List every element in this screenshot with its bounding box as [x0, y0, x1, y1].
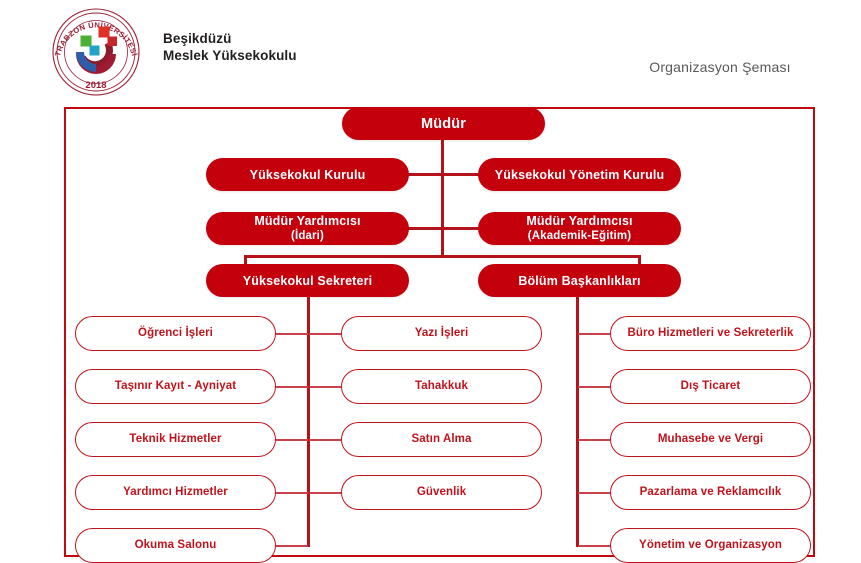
connector-kurul-left: [404, 173, 443, 176]
node-tahakkuk-label: Tahakkuk: [415, 380, 468, 392]
connector-left-row-3: [276, 439, 308, 441]
connector-branch-right-drop: [638, 255, 641, 270]
connector-right-row-3: [578, 439, 610, 441]
connector-kurul-right: [442, 173, 481, 176]
page-title: Organizasyon Şeması: [649, 59, 791, 75]
node-mudur-yardimcisi-idari[interactable]: Müdür Yardımcısı (İdari): [206, 212, 409, 245]
svg-text:2018: 2018: [85, 80, 106, 91]
node-yuksekokul-sekreteri-label: Yüksekokul Sekreteri: [242, 273, 373, 288]
node-buro-hizmetleri-ve-sekreterlik-label: Büro Hizmetleri ve Sekreterlik: [627, 327, 794, 339]
node-mudur-yardimcisi-idari-sublabel: (İdari): [291, 230, 324, 242]
connector-right-row-4: [578, 492, 610, 494]
node-yuksekokul-sekreteri[interactable]: Yüksekokul Sekreteri: [206, 264, 409, 297]
node-yazi-isleri[interactable]: Yazı İşleri: [341, 316, 542, 351]
node-mudur-yardimcisi-akademik-sublabel: (Akademik-Eğitim): [527, 230, 632, 242]
node-pazarlama-ve-reklamcilik-label: Pazarlama ve Reklamcılık: [639, 486, 782, 498]
node-buro-hizmetleri-ve-sekreterlik[interactable]: Büro Hizmetleri ve Sekreterlik: [610, 316, 811, 351]
node-mudur[interactable]: Müdür: [342, 107, 545, 140]
node-tahakkuk[interactable]: Tahakkuk: [341, 369, 542, 404]
connector-left-row-4: [276, 492, 308, 494]
node-mudur-label: Müdür: [420, 115, 467, 132]
node-guvenlik[interactable]: Güvenlik: [341, 475, 542, 510]
node-bolum-baskanliklari[interactable]: Bölüm Başkanlıkları: [478, 264, 681, 297]
connector-yardimci-left: [404, 227, 443, 230]
connector-left-row-2: [276, 386, 308, 388]
connector-middle-row-2: [309, 386, 341, 388]
node-satin-alma-label: Satın Alma: [411, 433, 472, 445]
node-okuma-salonu-label: Okuma Salonu: [134, 539, 217, 551]
node-muhasebe-ve-vergi-label: Muhasebe ve Vergi: [657, 433, 764, 445]
node-mudur-yardimcisi-akademik-label: Müdür Yardımcısı: [526, 214, 633, 228]
node-yuksekokul-kurulu-label: Yüksekokul Kurulu: [249, 167, 366, 182]
trabzon-universitesi-logo: TRABZON ÜNİVERSİTESİ 2018: [44, 2, 148, 102]
node-teknik-hizmetler[interactable]: Teknik Hizmetler: [75, 422, 276, 457]
chart-frame: Müdür Yüksekokul Kurulu Yüksekokul Yönet…: [64, 107, 815, 563]
connector-mudur-trunk: [441, 140, 444, 257]
node-pazarlama-ve-reklamcilik[interactable]: Pazarlama ve Reklamcılık: [610, 475, 811, 510]
connector-left-row-1: [276, 333, 308, 335]
node-bolum-baskanliklari-label: Bölüm Başkanlıkları: [518, 273, 641, 288]
node-yardimci-hizmetler[interactable]: Yardımcı Hizmetler: [75, 475, 276, 510]
node-yonetim-ve-organizasyon[interactable]: Yönetim ve Organizasyon: [610, 528, 811, 563]
node-tasinir-kayit-ayniyat[interactable]: Taşınır Kayıt - Ayniyat: [75, 369, 276, 404]
connector-middle-row-4: [309, 492, 341, 494]
node-tasinir-kayit-ayniyat-label: Taşınır Kayıt - Ayniyat: [114, 380, 237, 392]
node-teknik-hizmetler-label: Teknik Hizmetler: [129, 433, 222, 445]
node-okuma-salonu[interactable]: Okuma Salonu: [75, 528, 276, 563]
organization-name: Beşikdüzü Meslek Yüksekokulu: [163, 30, 423, 64]
node-yuksekokul-yonetim-kurulu-label: Yüksekokul Yönetim Kurulu: [494, 167, 665, 182]
connector-branch-bar: [244, 255, 641, 258]
organization-name-line2: Meslek Yüksekokulu: [163, 48, 297, 63]
node-guvenlik-label: Güvenlik: [416, 486, 467, 498]
connector-right-row-2: [578, 386, 610, 388]
connector-right-row-5: [578, 545, 610, 547]
node-mudur-yardimcisi-akademik[interactable]: Müdür Yardımcısı (Akademik-Eğitim): [478, 212, 681, 245]
connector-branch-left-drop: [244, 255, 247, 270]
chart-canvas: Müdür Yüksekokul Kurulu Yüksekokul Yönet…: [66, 107, 813, 563]
connector-right-row-1: [578, 333, 610, 335]
node-ogrenci-isleri-label: Öğrenci İşleri: [138, 327, 213, 339]
node-dis-ticaret[interactable]: Dış Ticaret: [610, 369, 811, 404]
node-yardimci-hizmetler-label: Yardımcı Hizmetler: [123, 486, 228, 498]
node-yuksekokul-yonetim-kurulu[interactable]: Yüksekokul Yönetim Kurulu: [478, 158, 681, 191]
connector-bolum-trunk: [576, 295, 579, 547]
node-dis-ticaret-label: Dış Ticaret: [680, 380, 741, 392]
node-mudur-yardimcisi-idari-label: Müdür Yardımcısı: [254, 214, 361, 228]
connector-left-row-5: [276, 545, 308, 547]
node-yazi-isleri-label: Yazı İşleri: [414, 327, 469, 339]
connector-middle-row-1: [309, 333, 341, 335]
organization-name-line1: Beşikdüzü: [163, 31, 232, 46]
node-satin-alma[interactable]: Satın Alma: [341, 422, 542, 457]
node-muhasebe-ve-vergi[interactable]: Muhasebe ve Vergi: [610, 422, 811, 457]
node-ogrenci-isleri[interactable]: Öğrenci İşleri: [75, 316, 276, 351]
connector-middle-row-3: [309, 439, 341, 441]
node-yonetim-ve-organizasyon-label: Yönetim ve Organizasyon: [639, 539, 782, 551]
connector-yardimci-right: [442, 227, 481, 230]
connector-sekreteri-trunk: [307, 295, 310, 547]
node-yuksekokul-kurulu[interactable]: Yüksekokul Kurulu: [206, 158, 409, 191]
